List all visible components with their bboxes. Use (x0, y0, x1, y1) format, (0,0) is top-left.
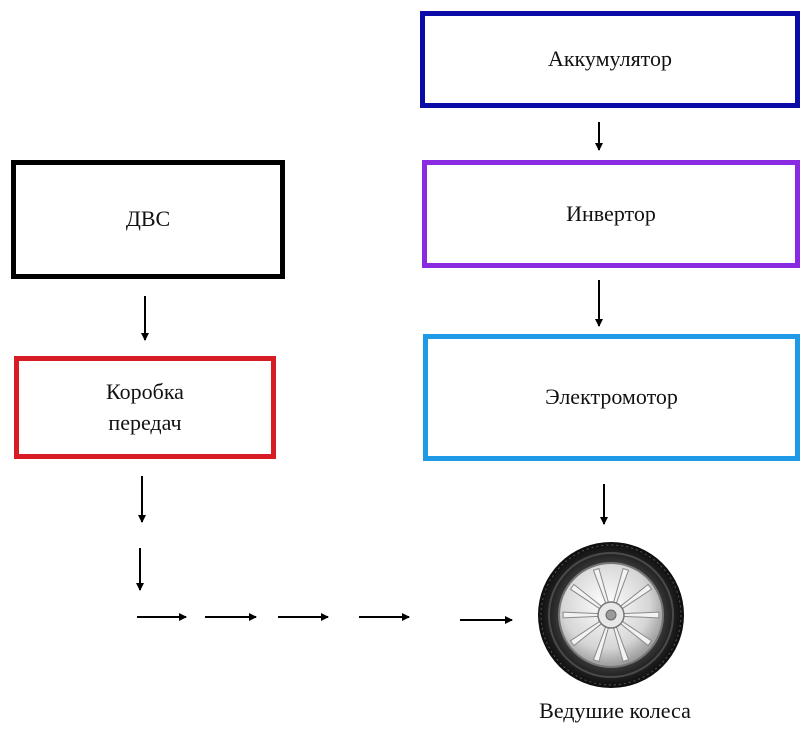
electric-motor-box: Электромотор (423, 334, 800, 461)
wheel-spoke (622, 611, 660, 619)
gearbox-label-line1: Коробка (106, 378, 184, 404)
gearbox-label: Коробка передач (106, 377, 184, 439)
accumulator-label: Аккумулятор (547, 46, 673, 72)
gearbox-box: Коробка передач (14, 356, 276, 459)
inverter-box: Инвертор (422, 160, 800, 268)
gearbox-label-line2: передач (108, 409, 182, 435)
tire-icon (538, 542, 684, 688)
driving-wheels-label: Ведушие колеса (539, 698, 691, 723)
electric-motor-label: Электромотор (545, 384, 678, 410)
wheel-spoke (562, 611, 600, 619)
ice-engine-label: ДВС (125, 206, 171, 232)
ice-engine-box: ДВС (11, 160, 285, 279)
accumulator-box: Аккумулятор (420, 11, 800, 108)
inverter-label: Инвертор (566, 200, 656, 226)
